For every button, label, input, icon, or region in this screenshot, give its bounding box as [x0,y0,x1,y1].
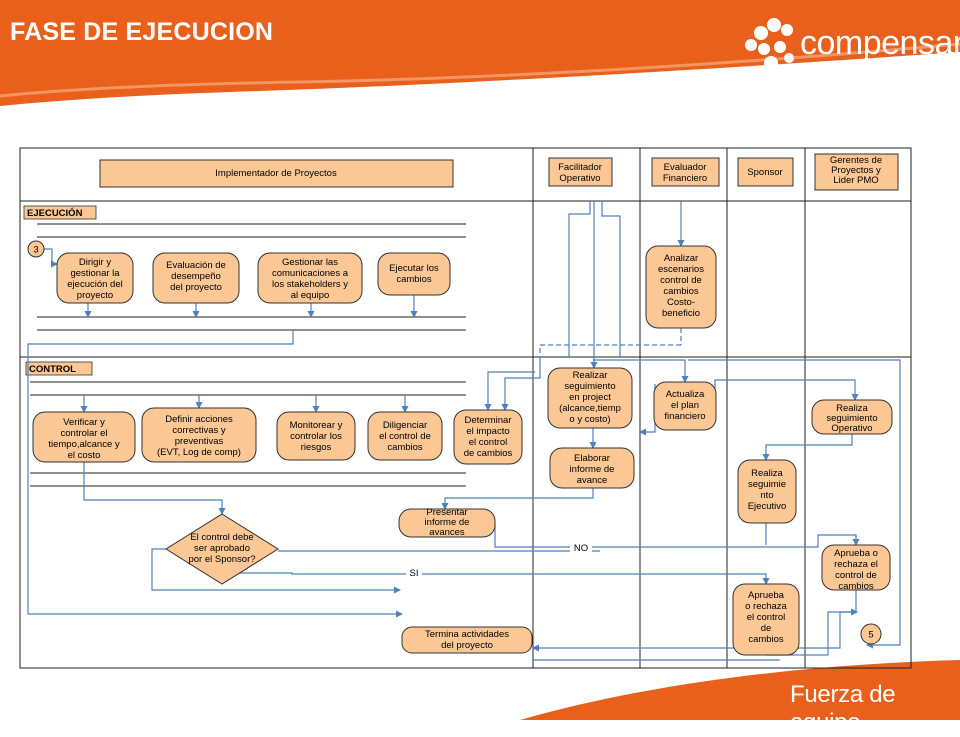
node-realizar-seguimiento [547,367,633,429]
lane-label-implementador: Implementador de Proyectos [215,168,337,179]
node-actualiza [653,381,717,431]
lane-header-evaluador [651,157,720,187]
node-diligenciar [367,411,443,461]
logo-dots-icon [745,18,794,70]
lane-header-gerentes [814,153,899,191]
node-realiza-operativo [811,399,893,435]
node-decision [165,513,279,585]
compensar-logo: compensar [744,16,960,76]
node-gestionar [257,252,363,304]
connector-start-label: 3 [33,245,38,256]
edge-label-no: NO [574,543,588,554]
lane-label-sponsor: Sponsor [747,167,782,178]
edge-label-si-bg [406,566,422,578]
node-presentar [398,508,496,538]
node-realiza-ejecutivo [737,459,797,524]
node-aprueba-sponsor [732,583,800,656]
lane-header-implementador [99,159,454,188]
node-evaluacion [152,252,240,304]
node-ejecutar [377,252,451,296]
node-determinar [453,409,523,465]
lane-header-sponsor [737,157,794,187]
lane-frame [19,147,912,669]
connector-start [27,240,45,258]
edge-label-no-bg [570,541,592,553]
node-definir [141,407,257,463]
lane-headers [99,153,899,191]
slide-title: FASE DE EJECUCION [10,18,274,46]
node-analizar [645,245,717,329]
footer-band [520,660,960,720]
node-aprueba-gerentes [821,544,891,591]
section-label-ejecucion: EJECUCIÓN [27,207,83,219]
connector-end-label: 5 [868,630,873,641]
node-verificar [32,411,136,463]
flow-nodes [27,240,893,656]
edge-label-si: SI [410,568,419,579]
node-termina [401,626,533,654]
node-monitorear [276,411,356,461]
node-elaborar [549,447,635,489]
section-label-control: CONTROL [29,364,76,375]
brand-name: compensar [800,24,960,62]
lane-header-facilitador [548,157,613,187]
connector-end [860,623,882,645]
section-tag-ejecucion [23,205,97,220]
section-tag-control [25,361,93,376]
node-dirigir [56,252,134,304]
